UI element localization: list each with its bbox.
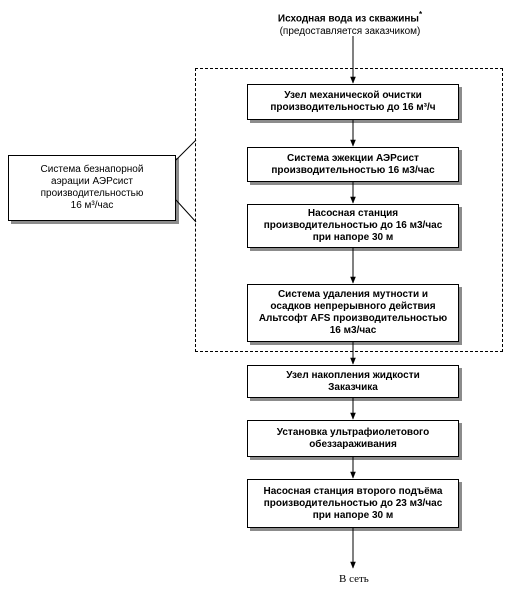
side-system-connector-lower: [175, 199, 197, 223]
step-ejection-system: Система эжекции АЭРсист производительнос…: [247, 147, 459, 182]
side-aeration-system: Система безнапорной аэрации АЭРсист прои…: [8, 155, 176, 221]
step-uv-disinfection: Установка ультрафиолетового обеззаражива…: [247, 420, 459, 457]
side-system-connector-upper: [175, 139, 197, 161]
step-pump-station: Насосная станция производительностью до …: [247, 204, 459, 248]
source-subtitle: (предоставляется заказчиком): [279, 26, 421, 38]
output-label: В сеть: [339, 573, 369, 585]
source-title: Исходная вода из скважины*: [277, 10, 423, 25]
step-liquid-storage: Узел накопления жидкости Заказчика: [247, 365, 459, 398]
step-turbidity-removal: Система удаления мутности и осадков непр…: [247, 284, 459, 342]
source-label: Исходная вода из скважины* (предоставляе…: [230, 8, 470, 38]
treatment-stage-boundary: [195, 68, 503, 352]
step-mechanical-cleaning: Узел механической очистки производительн…: [247, 84, 459, 120]
step-second-lift-pump: Насосная станция второго подъёма произво…: [247, 479, 459, 528]
source-marker: *: [418, 10, 423, 19]
